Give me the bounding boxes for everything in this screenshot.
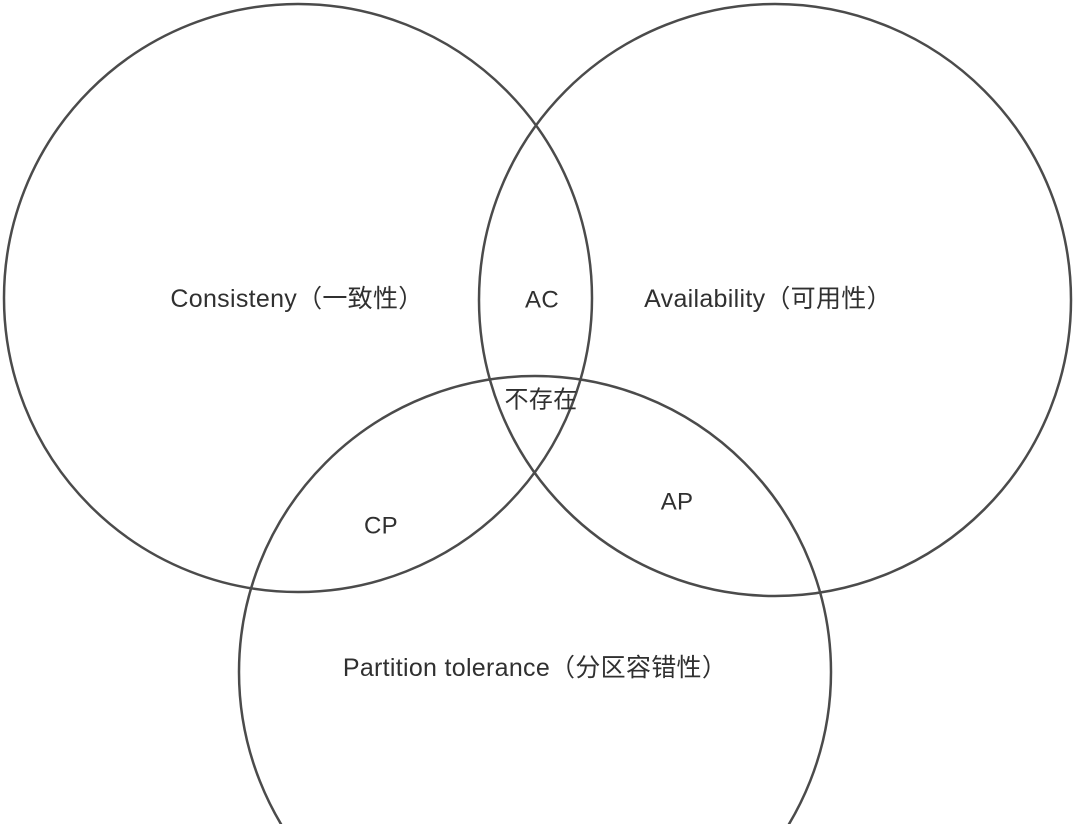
consistency-circle (2, 2, 594, 594)
availability-label: Availability（可用性） (644, 285, 892, 313)
partition-tolerance-circle (237, 374, 833, 824)
consistency-label: Consisteny（一致性） (170, 285, 424, 313)
intersection-center-label: 不存在 (504, 386, 578, 414)
intersection-ac-label: AC (525, 286, 559, 314)
intersection-cp-label: CP (364, 512, 398, 540)
availability-circle (477, 2, 1073, 598)
intersection-ap-label: AP (660, 488, 694, 516)
partition-tolerance-label: Partition tolerance（分区容错性） (342, 654, 728, 682)
